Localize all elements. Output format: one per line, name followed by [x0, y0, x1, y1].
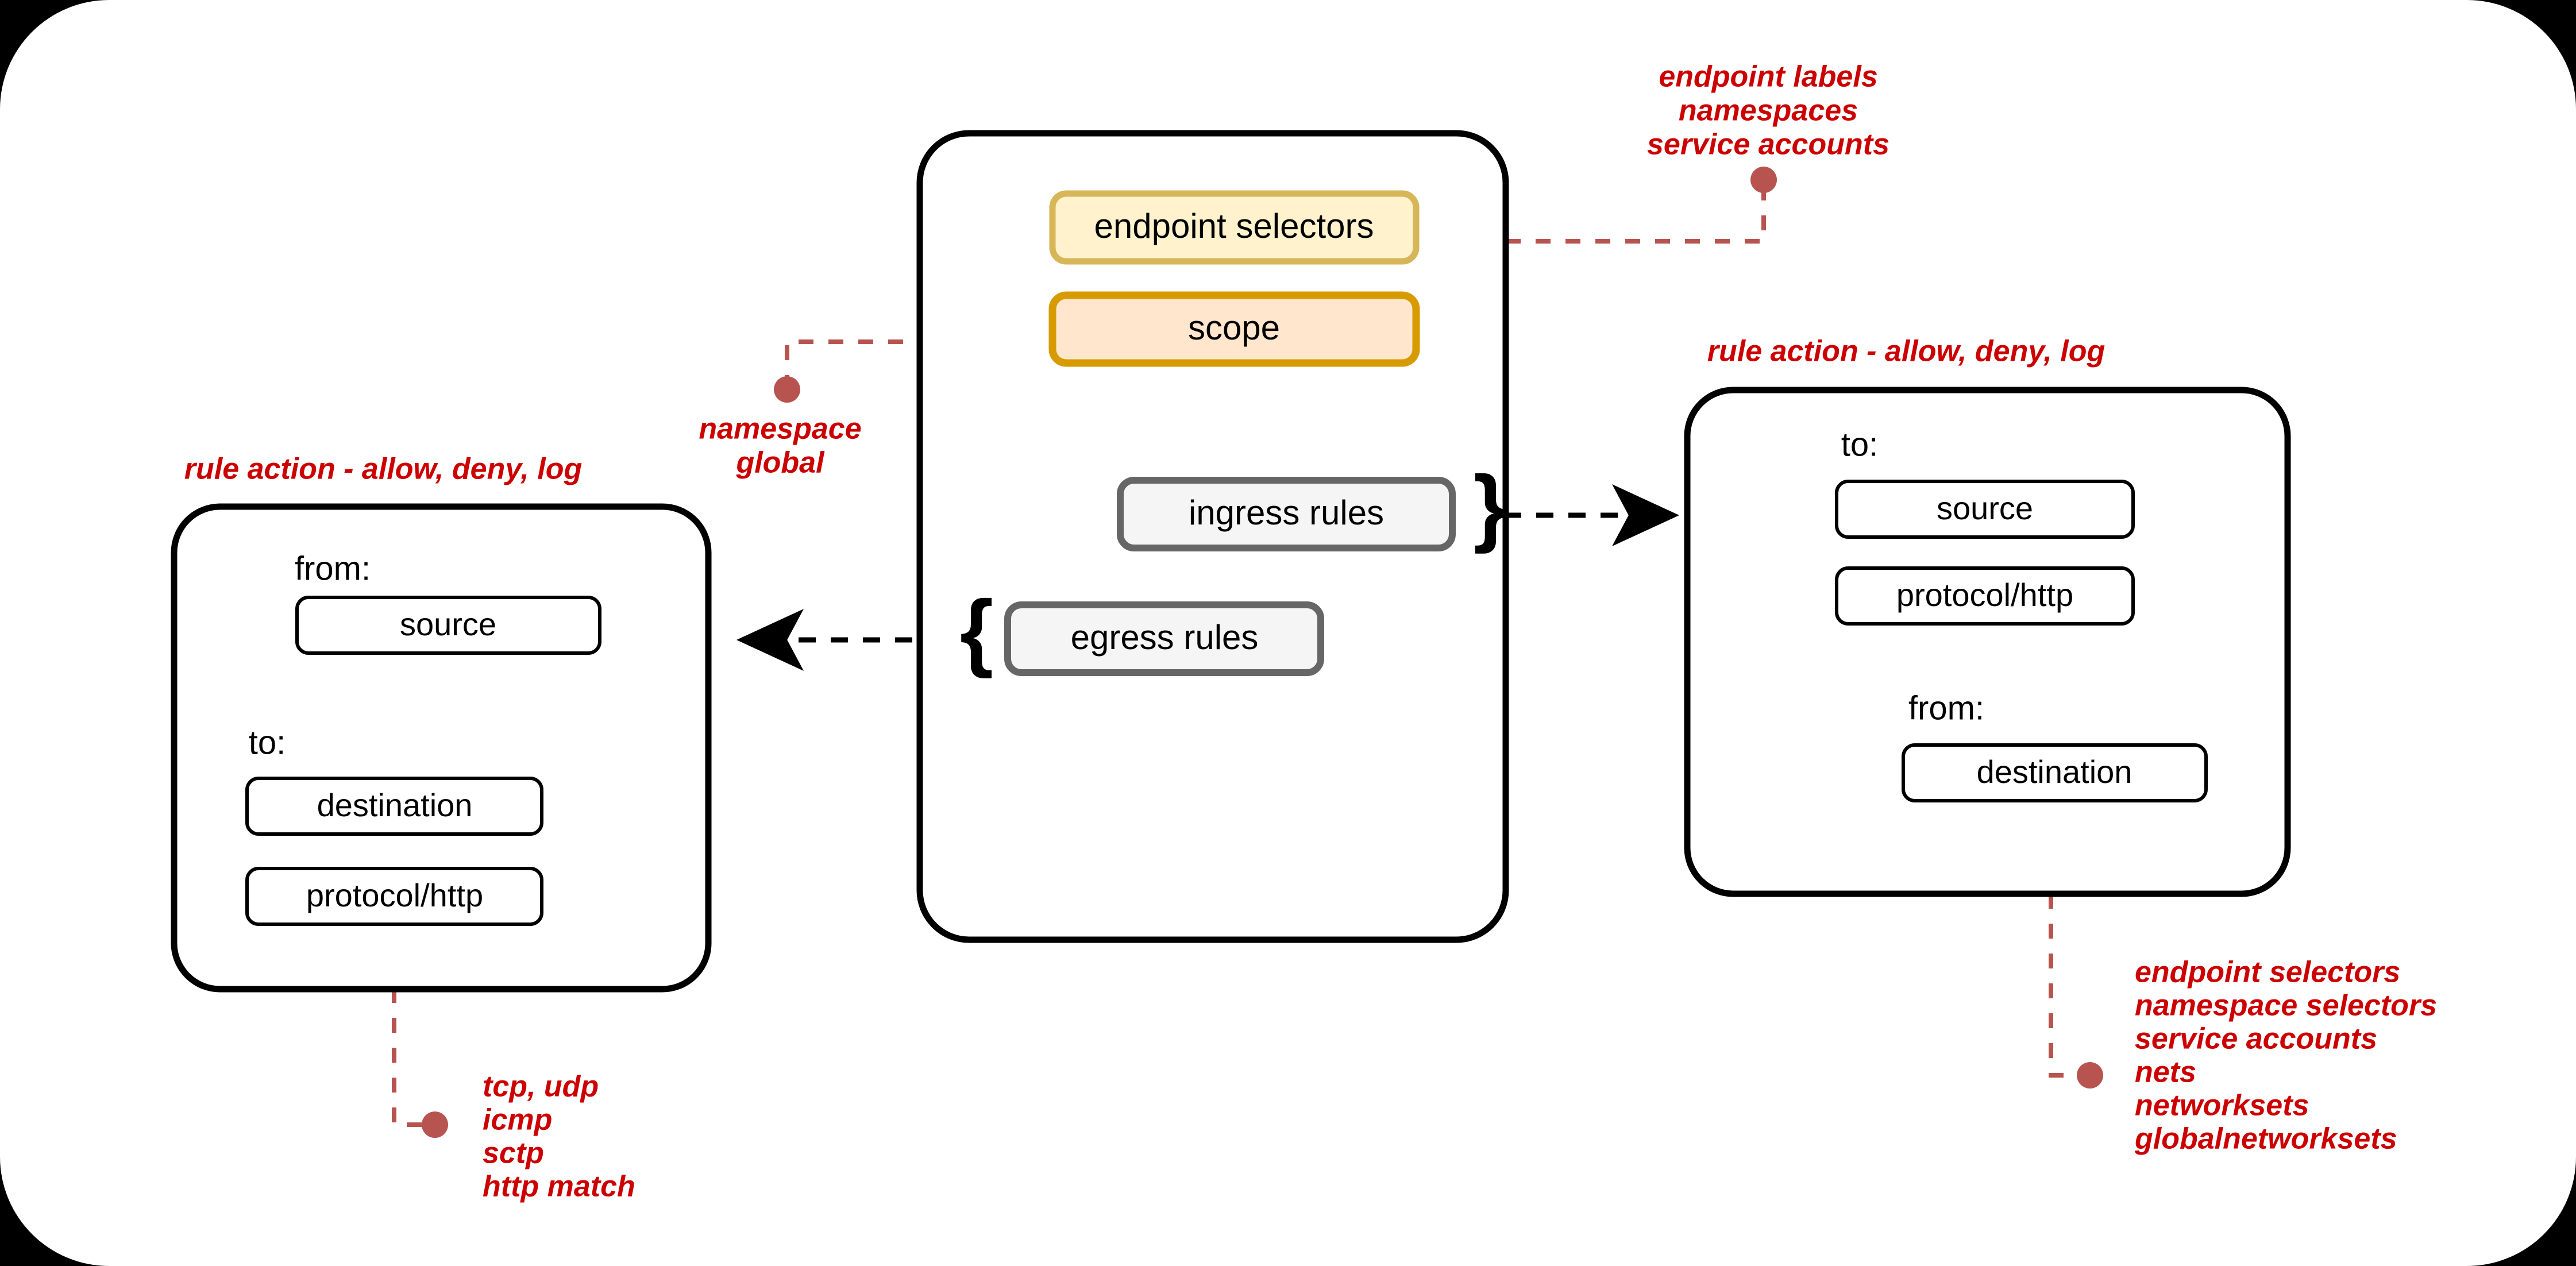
egress-box-header: rule action - allow, deny, log: [184, 453, 582, 486]
protocol-annotation-line-2: icmp: [483, 1103, 552, 1137]
connector-dot-scope: [774, 376, 800, 403]
ingress-source-label: source: [1937, 490, 2033, 526]
ingress-protocol-label: protocol/http: [1896, 577, 2073, 613]
egress-destination-node[interactable]: destination: [245, 777, 543, 836]
ingress-protocol-box[interactable]: [1835, 566, 2135, 626]
node-egress-rules[interactable]: egress rules: [1004, 601, 1324, 676]
connector-dot-protocol-left: [422, 1111, 448, 1138]
node-endpoint-selectors-label: endpoint selectors: [1094, 207, 1374, 245]
ingress-rule-detail: [1684, 387, 2291, 897]
egress-to-label: to:: [249, 724, 286, 761]
node-egress-rules-box[interactable]: [1004, 601, 1324, 676]
protocol-annotation-line-4: http match: [483, 1170, 635, 1203]
egress-source-label: source: [400, 606, 496, 642]
endpoint-selectors-annotation-line-3: service accounts: [1647, 128, 1889, 161]
egress-source-box[interactable]: [295, 596, 601, 655]
destination-annotation-line-4: nets: [2135, 1056, 2196, 1089]
ingress-to-label: to:: [1841, 426, 1879, 463]
ingress-from-label: from:: [1908, 689, 1984, 727]
egress-destination-label: destination: [317, 787, 473, 823]
ingress-destination-box[interactable]: [1902, 743, 2208, 802]
ingress-source-node[interactable]: source: [1835, 480, 2135, 539]
brace-egress-icon: {: [960, 582, 993, 679]
ingress-destination-label: destination: [1977, 754, 2132, 790]
node-ingress-rules-box[interactable]: [1117, 477, 1456, 551]
destination-annotation-line-6: globalnetworksets: [2134, 1122, 2397, 1156]
node-ingress-rules[interactable]: ingress rules: [1117, 477, 1456, 551]
node-egress-rules-label: egress rules: [1071, 618, 1259, 657]
destination-annotation: endpoint selectors namespace selectors s…: [2134, 956, 2437, 1156]
node-ingress-rules-label: ingress rules: [1189, 493, 1384, 532]
scope-annotation-line-1: namespace: [699, 412, 861, 446]
destination-annotation-line-2: namespace selectors: [2135, 989, 2437, 1022]
egress-protocol-node[interactable]: protocol/http: [245, 867, 543, 926]
destination-annotation-line-5: networksets: [2135, 1089, 2309, 1122]
protocol-annotation-line-1: tcp, udp: [483, 1070, 599, 1103]
protocol-annotation-line-3: sctp: [483, 1137, 544, 1170]
egress-from-label: from:: [295, 550, 371, 587]
node-scope[interactable]: scope: [1048, 291, 1420, 367]
ingress-destination-node[interactable]: destination: [1902, 743, 2208, 802]
node-endpoint-selectors[interactable]: endpoint selectors: [1049, 190, 1420, 265]
brace-ingress-icon: }: [1474, 458, 1507, 554]
egress-protocol-box[interactable]: [245, 867, 543, 926]
protocol-annotation: tcp, udp icmp sctp http match: [483, 1070, 635, 1203]
connector-dot-endpoint-selectors: [1750, 167, 1777, 193]
ingress-box-header: rule action - allow, deny, log: [1707, 335, 2105, 368]
scope-annotation-line-2: global: [735, 446, 825, 480]
egress-destination-box[interactable]: [245, 777, 543, 836]
endpoint-selectors-annotation: endpoint labels namespaces service accou…: [1647, 60, 1889, 161]
scope-annotation: namespace global: [699, 412, 861, 480]
node-scope-box[interactable]: [1048, 291, 1420, 367]
node-endpoint-selectors-box[interactable]: [1049, 190, 1420, 265]
egress-protocol-label: protocol/http: [306, 877, 483, 913]
endpoint-selectors-annotation-line-2: namespaces: [1679, 94, 1858, 128]
ingress-source-box[interactable]: [1835, 480, 2135, 539]
destination-annotation-line-1: endpoint selectors: [2135, 956, 2400, 989]
connector-protocol-left: [392, 928, 425, 1127]
connector-dot-destination-right: [2077, 1062, 2103, 1089]
endpoint-selectors-annotation-line-1: endpoint labels: [1659, 60, 1877, 94]
destination-annotation-line-3: service accounts: [2135, 1022, 2377, 1056]
node-scope-label: scope: [1188, 308, 1280, 347]
ingress-protocol-node[interactable]: protocol/http: [1835, 566, 2135, 626]
egress-source-node[interactable]: source: [295, 596, 601, 655]
